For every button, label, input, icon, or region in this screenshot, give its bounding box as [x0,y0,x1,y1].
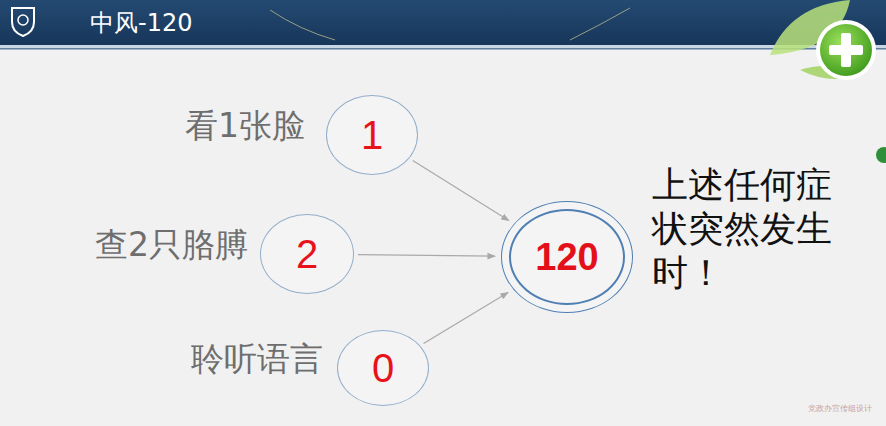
step-circle: 2 [260,214,354,294]
step-number: 0 [372,348,394,388]
step-heading: 查2只胳膊 [95,228,248,261]
watermark: 党政办宣传组设计 [808,404,872,414]
slide-title: 中风-120 [90,8,192,38]
result-circle: 120 [501,201,633,313]
step-number: 1 [361,115,383,155]
arrow-connector [358,255,495,257]
step-heading: 聆听语言 [191,342,323,375]
step-heading: 看1张脸 [185,109,305,142]
step-circle: 0 [337,330,429,406]
step-circle: 1 [326,95,418,175]
arrow-connector [413,160,509,220]
step-number: 120 [535,238,598,276]
note-text: 上述任何症状突然发生时！ [652,163,867,295]
step-number: 2 [296,234,318,274]
arrow-connector [424,293,508,344]
